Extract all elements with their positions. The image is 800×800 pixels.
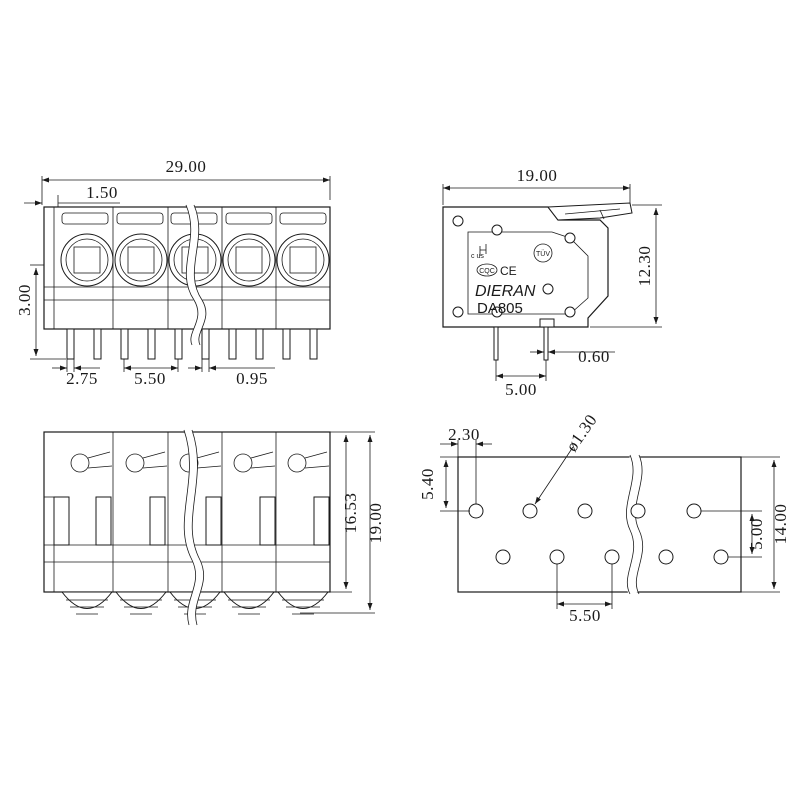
top-springs (70, 451, 330, 473)
model-text: DA805 (477, 300, 523, 317)
pcb-outline (457, 456, 742, 593)
dim-label-5-50-pcb: 5.50 (569, 606, 601, 625)
dim-label-5-00-side: 5.00 (505, 380, 537, 399)
dim-label-5-50: 5.50 (134, 369, 166, 388)
side-view: 19.00 c us TÜV CQC CE (442, 166, 662, 399)
dim-label-hole-diameter: ø1.30 (562, 411, 601, 455)
dim-label-19-00-top: 19.00 (366, 503, 385, 544)
pole-5 (276, 212, 330, 287)
pcb-layout-view: 2.30 ø1.30 5.40 5.50 5.00 14.00 (418, 411, 790, 625)
dim-label-1-50: 1.50 (86, 183, 118, 202)
tuv-mark: TÜV (533, 243, 553, 263)
pole-1 (60, 212, 114, 287)
front-pins (66, 328, 318, 360)
dim-label-2-75: 2.75 (66, 369, 98, 388)
dim-label-29-00: 29.00 (166, 157, 207, 176)
front-view: 29.00 1.50 (15, 157, 331, 388)
brand-text: DIERAN (475, 283, 536, 300)
pole-4 (222, 212, 276, 287)
top-slots (53, 496, 330, 546)
dim-label-16-53: 16.53 (341, 493, 360, 534)
side-pin-2 (543, 326, 549, 361)
break-line (186, 203, 206, 347)
cqc-mark: CQC (476, 263, 498, 277)
svg-text:CQC: CQC (479, 268, 495, 275)
side-pin-1 (493, 326, 499, 361)
dim-label-2-30: 2.30 (448, 425, 480, 444)
top-ends (60, 591, 330, 615)
ce-mark: CE (500, 264, 517, 278)
top-view: 16.53 19.00 (43, 428, 385, 627)
dim-label-5-00-pcb: 5.00 (747, 518, 766, 550)
dim-label-19-00-side: 19.00 (517, 166, 558, 185)
dim-label-3-00: 3.00 (15, 284, 34, 316)
dim-label-0-95: 0.95 (236, 369, 268, 388)
pcb-holes (468, 503, 729, 565)
dim-label-12-30: 12.30 (635, 246, 654, 287)
dim-label-5-40: 5.40 (418, 468, 437, 500)
pole-2 (114, 212, 168, 287)
dim-label-14-00: 14.00 (771, 504, 790, 545)
certification-marks: c us TÜV CQC CE DIERAN DA805 (471, 243, 553, 317)
dim-label-0-60: 0.60 (578, 347, 610, 366)
svg-text:TÜV: TÜV (536, 250, 550, 258)
ul-mark: c us (471, 253, 484, 260)
